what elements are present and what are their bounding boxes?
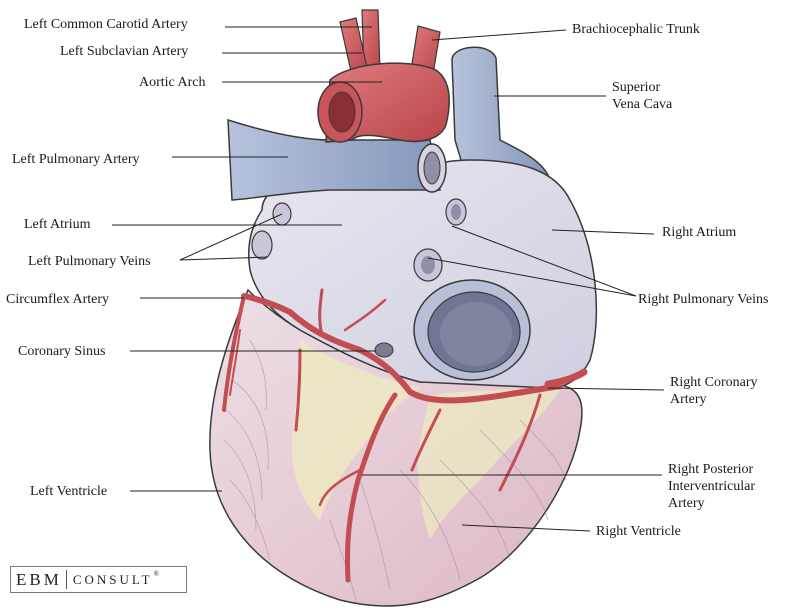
coronary-arteries bbox=[222, 288, 563, 583]
leader-lines bbox=[112, 26, 665, 532]
left-pulmonary-vein-lower bbox=[251, 230, 273, 260]
ebm-consult-logo: EBM CONSULT ® bbox=[10, 566, 187, 593]
label-brachiocephalic-trunk: Brachiocephalic Trunk bbox=[572, 22, 700, 37]
coronary-sinus-opening bbox=[374, 342, 394, 358]
epicardial-fat-right bbox=[418, 389, 560, 540]
label-left-atrium: Left Atrium bbox=[24, 217, 91, 232]
label-right-coronary-artery: Right Coronary Artery bbox=[670, 374, 758, 408]
label-left-common-carotid-artery: Left Common Carotid Artery bbox=[24, 17, 188, 32]
label-left-pulmonary-artery: Left Pulmonary Artery bbox=[12, 152, 140, 167]
logo-text-ebm: EBM bbox=[16, 569, 62, 589]
label-circumflex-artery: Circumflex Artery bbox=[6, 292, 110, 307]
label-rpia-line3: Artery bbox=[668, 496, 705, 511]
label-rpia-line2: Interventricular bbox=[668, 479, 756, 494]
label-superior-vena-cava-line1: Superior bbox=[612, 80, 661, 95]
superior-vena-cava bbox=[451, 46, 550, 191]
label-right-coronary-artery-line1: Right Coronary bbox=[670, 375, 758, 390]
label-coronary-sinus: Coronary Sinus bbox=[18, 344, 106, 359]
label-superior-vena-cava-line2: Vena Cava bbox=[612, 97, 673, 112]
logo-registered-mark: ® bbox=[153, 569, 159, 578]
label-aortic-arch: Aortic Arch bbox=[139, 75, 206, 90]
label-right-posterior-interventricular-artery: Right Posterior Interventricular Artery bbox=[668, 461, 755, 512]
right-coronary-band bbox=[544, 368, 588, 388]
label-right-ventricle: Right Ventricle bbox=[596, 524, 681, 539]
label-left-pulmonary-veins: Left Pulmonary Veins bbox=[28, 254, 151, 269]
epicardial-fat bbox=[291, 340, 420, 520]
logo-divider bbox=[65, 570, 67, 589]
label-rpia-line1: Right Posterior bbox=[668, 462, 754, 477]
label-left-ventricle: Left Ventricle bbox=[30, 484, 108, 499]
label-right-coronary-artery-line2: Artery bbox=[670, 392, 707, 407]
logo-text-consult: CONSULT bbox=[72, 571, 153, 587]
label-right-pulmonary-veins: Right Pulmonary Veins bbox=[638, 292, 769, 307]
label-left-subclavian-artery: Left Subclavian Artery bbox=[60, 44, 189, 59]
label-right-atrium: Right Atrium bbox=[662, 225, 737, 240]
label-superior-vena-cava: Superior Vena Cava bbox=[612, 79, 672, 113]
